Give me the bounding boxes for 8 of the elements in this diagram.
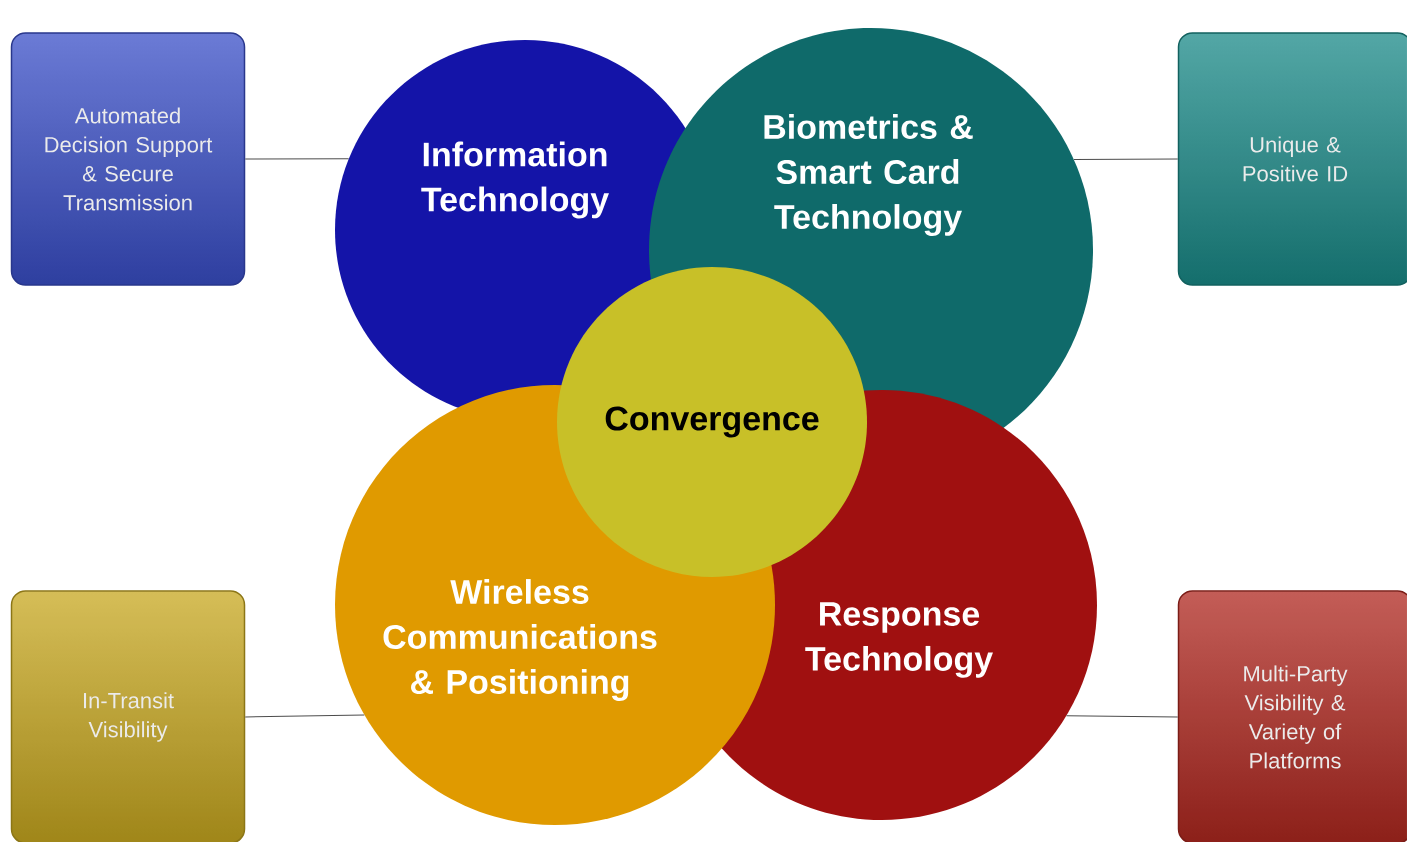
text-box: Multi-Party Visibility & Variety of Platforms bbox=[1177, 590, 1407, 842]
connector-line bbox=[244, 714, 365, 718]
connector-line bbox=[1065, 715, 1179, 718]
connector-line bbox=[1073, 158, 1179, 161]
text-box: In-Transit Visibility bbox=[10, 590, 246, 842]
text-box: Unique & Positive ID bbox=[1177, 32, 1407, 286]
connector-line bbox=[244, 158, 350, 160]
text-box: Automated Decision Support & Secure Transmission bbox=[10, 32, 246, 286]
